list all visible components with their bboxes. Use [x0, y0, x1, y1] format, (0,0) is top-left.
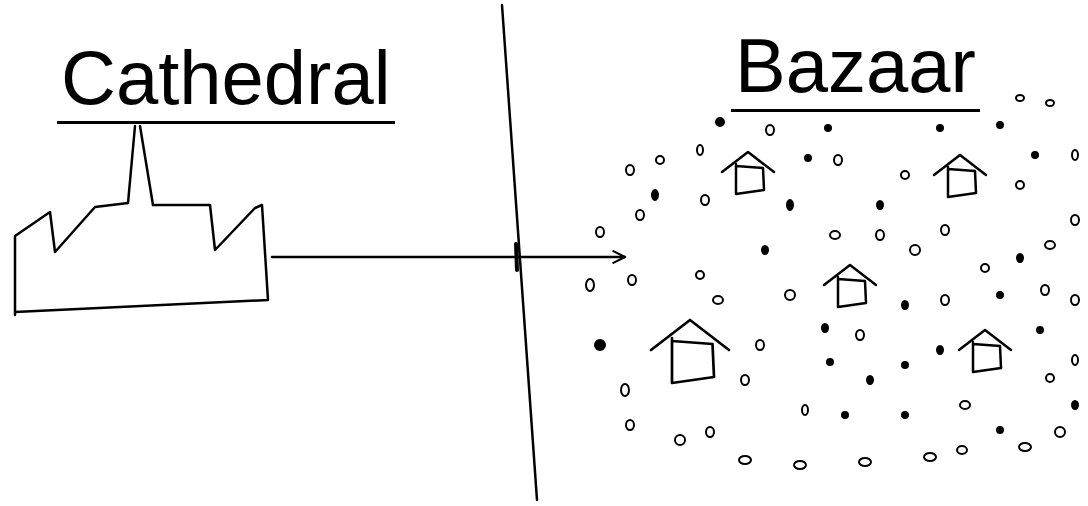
- crowd-dot: [901, 171, 909, 179]
- crowd-dot: [902, 301, 908, 309]
- crowd-dot: [859, 458, 871, 466]
- crowd-dot: [1071, 215, 1079, 225]
- crowd-dot: [902, 362, 908, 368]
- crowd-dot: [794, 461, 806, 469]
- crowd-dot: [785, 290, 795, 300]
- crowd-dot: [867, 376, 873, 384]
- bazaar-houses: [651, 152, 1011, 383]
- crowd-dot: [877, 201, 883, 209]
- crowd-dot: [902, 412, 908, 418]
- crowd-dot: [1046, 100, 1054, 106]
- house-roof: [722, 152, 774, 172]
- crowd-dot: [830, 231, 840, 239]
- crowd-dot: [586, 279, 594, 291]
- crowd-dot: [1072, 401, 1078, 409]
- crowd-dot: [675, 435, 685, 445]
- crowd-dot: [910, 245, 920, 255]
- crowd-dot: [706, 427, 714, 437]
- bazaar-node: Bazaar: [625, 120, 1080, 475]
- cathedral-node: Cathedral: [10, 198, 272, 316]
- crowd-dot: [997, 122, 1003, 128]
- crowd-dots: [586, 95, 1079, 469]
- crowd-dot: [1045, 241, 1055, 249]
- crowd-dot: [981, 264, 989, 272]
- cathedral-outline: [15, 203, 268, 315]
- house-icon: [651, 320, 729, 383]
- crowd-dot: [1071, 295, 1079, 305]
- crowd-dot: [621, 384, 629, 396]
- crowd-dot: [697, 145, 703, 155]
- crowd-dot: [805, 155, 811, 161]
- crowd-dot: [652, 190, 658, 200]
- crowd-dot: [656, 156, 664, 164]
- house-body: [736, 164, 764, 194]
- crowd-dot: [1032, 152, 1038, 158]
- house-roof: [824, 265, 876, 285]
- crowd-dot: [766, 125, 774, 135]
- crowd-dot: [876, 230, 884, 240]
- crowd-dot: [856, 330, 864, 340]
- crowd-dot: [937, 125, 943, 131]
- flow-arrow: [272, 256, 625, 259]
- crowd-dot: [1037, 327, 1043, 333]
- house-body: [672, 338, 714, 383]
- crowd-dot: [626, 420, 634, 430]
- crowd-dot: [741, 375, 749, 385]
- crowd-dot: [997, 427, 1003, 433]
- crowd-dot: [716, 118, 724, 126]
- crowd-dot: [626, 165, 634, 175]
- house-roof: [651, 320, 729, 350]
- crowd-dot: [997, 292, 1003, 298]
- crowd-dot: [636, 210, 644, 220]
- crowd-dot: [937, 346, 943, 354]
- crowd-dot: [1017, 254, 1023, 262]
- crowd-dot: [787, 200, 793, 210]
- crowd-dot: [822, 324, 828, 332]
- crowd-dot: [739, 456, 751, 464]
- crowd-dot: [957, 446, 967, 454]
- house-icon: [824, 265, 876, 307]
- house-body: [948, 167, 976, 197]
- crowd-dot: [827, 359, 833, 365]
- crowd-dot: [1055, 427, 1065, 437]
- crowd-dot: [628, 275, 636, 285]
- house-icon: [934, 155, 986, 197]
- crowd-dot: [701, 195, 709, 205]
- house-body: [973, 342, 1001, 372]
- crowd-dot: [825, 125, 831, 131]
- crowd-dot: [960, 401, 970, 409]
- crowd-dot: [1016, 181, 1024, 189]
- cathedral-spire: [128, 126, 153, 205]
- crowd-dot: [834, 155, 842, 165]
- heading-text: Cathedral: [57, 40, 395, 124]
- crowd-dot: [713, 296, 723, 304]
- crowd-dot: [762, 246, 768, 254]
- crowd-dot: [941, 295, 949, 305]
- crowd-dot: [596, 227, 604, 237]
- crowd-dot: [1072, 355, 1078, 365]
- crowd-dot: [1016, 95, 1024, 101]
- heading-text: Bazaar: [731, 28, 980, 112]
- crowd-dot: [1046, 374, 1054, 382]
- crowd-dot: [842, 412, 848, 418]
- crowd-dot: [1019, 443, 1031, 451]
- crowd-dot: [1041, 285, 1049, 295]
- house-icon: [722, 152, 774, 194]
- house-icon: [959, 330, 1011, 372]
- crowd-dot: [696, 271, 704, 279]
- crowd-dot: [756, 340, 764, 350]
- house-body: [838, 277, 866, 307]
- divider-line: [502, 5, 537, 500]
- house-roof: [934, 155, 986, 175]
- crowd-dot: [924, 453, 936, 461]
- divider: [502, 5, 537, 500]
- cathedral-drawing: [15, 126, 268, 315]
- crowd-dot: [1072, 150, 1078, 160]
- house-roof: [959, 330, 1011, 350]
- crowd-dot: [941, 225, 949, 235]
- crowd-dot: [595, 340, 605, 350]
- crowd-dot: [802, 405, 808, 415]
